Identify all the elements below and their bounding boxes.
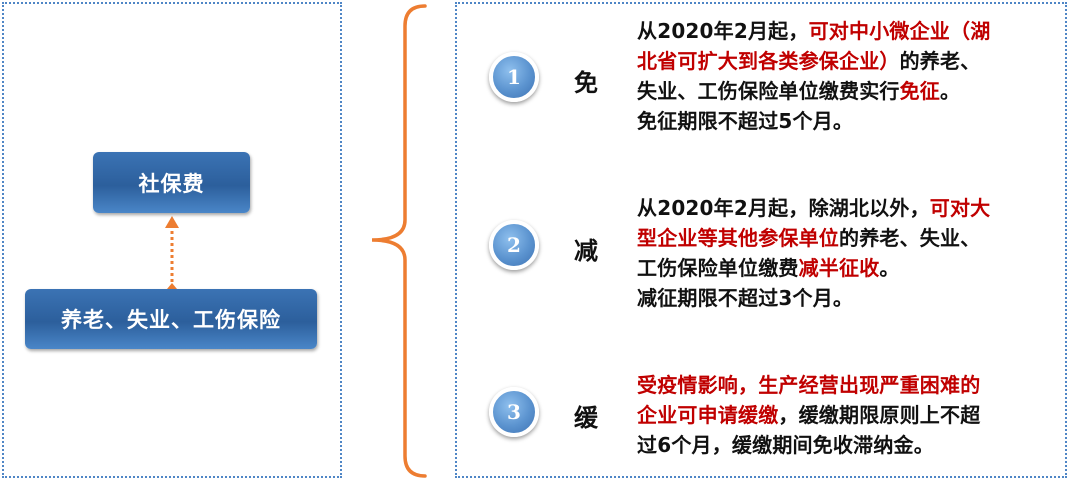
insurance-types-box: 养老、失业、工伤保险 bbox=[25, 289, 317, 349]
highlight-text: 可对大 bbox=[929, 196, 991, 220]
highlight-text: 北省可扩大到各类参保企业） bbox=[637, 49, 900, 73]
highlight-text: 企业可申请缓缴 bbox=[637, 403, 779, 427]
description-line: 工伤保险单位缴费减半征收。 bbox=[637, 253, 1057, 283]
step-number-3: 3 bbox=[507, 400, 521, 424]
highlight-text: 减半征收 bbox=[798, 256, 880, 280]
left-panel bbox=[2, 2, 342, 478]
description-line: 企业可申请缓缴，缓缴期限原则上不超 bbox=[637, 400, 1057, 430]
body-text: 免征期限不超过5个月。 bbox=[637, 109, 854, 133]
description-defer: 受疫情影响，生产经营出现严重困难的企业可申请缓缴，缓缴期限原则上不超过6个月，缓… bbox=[637, 370, 1057, 460]
label-reduce: 减 bbox=[574, 237, 598, 265]
body-text: 的养老、 bbox=[899, 49, 981, 73]
description-line: 北省可扩大到各类参保企业）的养老、 bbox=[637, 46, 1057, 76]
description-line: 受疫情影响，生产经营出现严重困难的 bbox=[637, 370, 1057, 400]
connector-arrow-head bbox=[165, 216, 179, 228]
curly-brace bbox=[371, 4, 427, 478]
highlight-text: 型企业等其他参保单位 bbox=[637, 226, 839, 250]
label-exempt: 免 bbox=[574, 69, 598, 97]
insurance-types-text: 养老、失业、工伤保险 bbox=[61, 308, 281, 332]
body-text: 从2020年2月起， bbox=[637, 19, 809, 43]
body-text: 过6个月，缓缴期间免收滞纳金。 bbox=[637, 433, 934, 457]
body-text: 工伤保险单位缴费 bbox=[637, 256, 799, 280]
description-line: 过6个月，缓缴期间免收滞纳金。 bbox=[637, 430, 1057, 460]
description-reduce: 从2020年2月起，除湖北以外，可对大型企业等其他参保单位的养老、失业、工伤保险… bbox=[637, 193, 1057, 313]
description-line: 从2020年2月起，除湖北以外，可对大 bbox=[637, 193, 1057, 223]
description-line: 型企业等其他参保单位的养老、失业、 bbox=[637, 223, 1057, 253]
social-insurance-fee-text: 社保费 bbox=[138, 171, 205, 196]
step-number-2-badge: 2 bbox=[489, 220, 539, 270]
right-panel bbox=[455, 2, 1067, 478]
description-line: 免征期限不超过5个月。 bbox=[637, 106, 1057, 136]
step-number-2: 2 bbox=[507, 233, 521, 257]
body-text: 减征期限不超过3个月。 bbox=[637, 286, 854, 310]
highlight-text: 受疫情影响，生产经营出现严重困难的 bbox=[637, 373, 981, 397]
body-text: 。 bbox=[879, 256, 900, 280]
body-text: 失业、工伤保险单位缴费实行 bbox=[637, 79, 900, 103]
step-number-1: 1 bbox=[507, 65, 521, 89]
body-text: 的养老、失业、 bbox=[839, 226, 981, 250]
highlight-text: 中小微企业（湖 bbox=[849, 19, 991, 43]
description-line: 从2020年2月起，可对中小微企业（湖 bbox=[637, 16, 1057, 46]
highlight-text: 免征 bbox=[899, 79, 941, 103]
body-text: 从2020年2月起，除湖北以外， bbox=[637, 196, 930, 220]
body-text: ，缓缴期限原则上不超 bbox=[778, 403, 981, 427]
body-text: 。 bbox=[940, 79, 961, 103]
highlight-text: 可对 bbox=[808, 19, 849, 43]
step-number-3-badge: 3 bbox=[489, 387, 539, 437]
description-line: 减征期限不超过3个月。 bbox=[637, 283, 1057, 313]
description-line: 失业、工伤保险单位缴费实行免征。 bbox=[637, 76, 1057, 106]
label-defer: 缓 bbox=[574, 404, 598, 432]
step-number-1-badge: 1 bbox=[489, 52, 539, 102]
description-exempt: 从2020年2月起，可对中小微企业（湖北省可扩大到各类参保企业）的养老、失业、工… bbox=[637, 16, 1057, 136]
social-insurance-fee-box: 社保费 bbox=[93, 152, 250, 213]
